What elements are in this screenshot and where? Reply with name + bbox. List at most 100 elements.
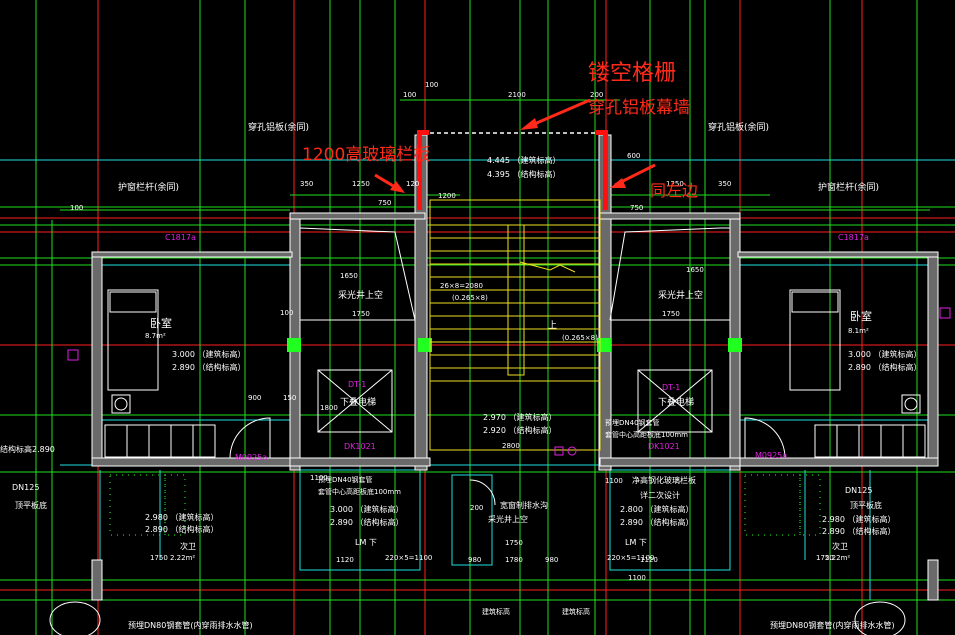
annotation-lattice: 镂空格栅: [588, 61, 676, 86]
stair-down-left: LM 下: [355, 538, 377, 547]
dim-1200: 1200: [438, 192, 456, 200]
pipe-right-label: 预埋DN80钢套管(内穿雨排水水管): [770, 620, 895, 630]
annotation-arrowheads: [390, 118, 626, 193]
elev-m-arch: 3.000 （建筑标高）: [330, 504, 403, 514]
dim-1100-a: 1100: [310, 474, 328, 482]
stair-v2: (0.265×8): [562, 334, 598, 342]
dim-220-a: 220×5=1100: [385, 554, 432, 562]
elev-l1-struct: 2.890 （结构标高）: [172, 362, 245, 372]
guard-left-label: 护窗栏杆(余同): [118, 181, 179, 193]
window-left-label: C1817a: [165, 233, 196, 242]
elev-r1-arch: 3.000 （建筑标高）: [848, 349, 921, 359]
guard-right-label: 护窗栏杆(余同): [818, 181, 879, 193]
annotation-same-side: 同左边: [650, 181, 698, 200]
pipe-mid-left2: 套管中心高距板底100mm: [318, 487, 401, 496]
dim-150: 150: [283, 394, 296, 402]
dim-100-b: 100: [425, 81, 438, 89]
elev-m-struct: 2.890 （结构标高）: [330, 517, 403, 527]
dim-1120-b: 1120: [640, 556, 658, 564]
dim-1250-right: 1250: [666, 180, 684, 188]
column-markers: [287, 338, 742, 352]
dim-200-b: 200: [470, 504, 483, 512]
window-right-label: C1817a: [838, 233, 869, 242]
m-1750-e: 1750: [816, 554, 834, 562]
dim-750-left: 750: [378, 199, 391, 207]
elev-top-struct: 4.395 （结构标高）: [487, 169, 560, 179]
elev-r2-struct: 2.890 （结构标高）: [620, 517, 693, 527]
dn125-right: DN125: [845, 486, 872, 495]
dim-1650: 1650: [340, 272, 358, 280]
stair-up-label: 上: [548, 320, 557, 331]
furniture: [49, 289, 926, 635]
dim-1780: 1780: [505, 556, 523, 564]
dk-right-label: DK1021: [648, 442, 680, 451]
elev-l2-struct: 2.890 （结构标高）: [145, 524, 218, 534]
bath-right-area: 2.22m²: [825, 554, 850, 562]
symbols: [67, 307, 951, 456]
building-edge-label: 建筑标高: [482, 607, 510, 616]
perforated-left-label: 穿孔铝板(余同): [248, 121, 309, 133]
m-1750-d: 1750: [505, 539, 523, 547]
dim-980-b: 980: [545, 556, 558, 564]
bedroom-left-label: 卧室: [150, 316, 172, 330]
dim-350-right: 350: [718, 180, 731, 188]
dim-stair: 26×8=2080: [440, 282, 483, 290]
light-wells: [299, 227, 731, 433]
dim-220-b: 220×5=1100: [607, 554, 654, 562]
second-design-label: 详二次设计: [640, 490, 680, 500]
elev-rr-arch: 2.980 （建筑标高）: [822, 514, 895, 524]
m-1750-a: 1750: [352, 310, 370, 318]
pipe-mid-right2: 套管中心高距板底100mm: [605, 430, 688, 439]
dim-1120-a: 1120: [336, 556, 354, 564]
dt-left-label: DT-1: [348, 380, 366, 389]
pipe-mid-right: 预埋DN40钢套管: [605, 418, 660, 427]
dim-120: 120: [406, 180, 419, 188]
building-edge-label-2: 建筑标高: [562, 607, 590, 616]
bath-dots: [109, 474, 821, 536]
dim-1800: 1800: [320, 404, 338, 412]
dim-900: 900: [248, 394, 261, 402]
dim-1100-b: 1100: [605, 477, 623, 485]
elev-r1-struct: 2.890 （结构标高）: [848, 362, 921, 372]
dim-1100-c: 1100: [628, 574, 646, 582]
dim-1250-left: 1250: [352, 180, 370, 188]
bedroom-right-area: 8.1m²: [848, 327, 869, 335]
dim-750-right: 750: [630, 204, 643, 212]
door-right-label: M0925a: [755, 451, 787, 460]
top-floor-left: 顶平板底: [15, 500, 47, 510]
elev-l2-arch: 2.980 （建筑标高）: [145, 512, 218, 522]
perforated-right-label: 穿孔铝板(余同): [708, 121, 769, 133]
light-well-right-label: 采光井上空: [658, 289, 703, 301]
cyan-details: [0, 159, 955, 600]
elev-top-arch: 4.445 （建筑标高）: [487, 155, 560, 165]
m-1750-b: 1750: [662, 310, 680, 318]
shaft-note-label: 宽窗制排水沟: [500, 500, 548, 510]
top-floor-right: 顶平板底: [850, 500, 882, 510]
bedroom-left-area: 8.7m²: [145, 332, 166, 340]
light-well-left-label: 采光井上空: [338, 289, 383, 301]
curtain-frame: [417, 130, 608, 210]
pipe-left-label: 预埋DN80钢套管(内穿雨排水水管): [128, 620, 253, 630]
bath-right-label: 次卫: [832, 541, 848, 551]
stair-v1: (0.265×8): [452, 294, 488, 302]
dn125-left: DN125: [12, 483, 39, 492]
struct-890-label: 结构标高2.890: [0, 444, 55, 454]
dt-right-label: DT-1: [662, 383, 680, 392]
bedroom-right-label: 卧室: [850, 309, 872, 323]
net-glass-label: 净高钢化玻璃栏板: [632, 475, 696, 485]
m-1750-c: 1750: [150, 554, 168, 562]
stairs: [429, 199, 601, 451]
pipe-mid-left: 预埋DN40钢套管: [318, 475, 373, 484]
bath-left-area: 2.22m²: [170, 554, 195, 562]
dim-2800: 2800: [502, 442, 520, 450]
shaft-center-label: 采光井上空: [488, 514, 528, 524]
dim-350-left: 350: [300, 180, 313, 188]
dim-1650-b: 1650: [686, 266, 704, 274]
elevator-right-label: 下叠电梯: [658, 396, 694, 408]
dim-100-d: 100: [280, 309, 293, 317]
dk-left-label: DK1021: [344, 442, 376, 451]
elev-r2-arch: 2.800 （建筑标高）: [620, 504, 693, 514]
